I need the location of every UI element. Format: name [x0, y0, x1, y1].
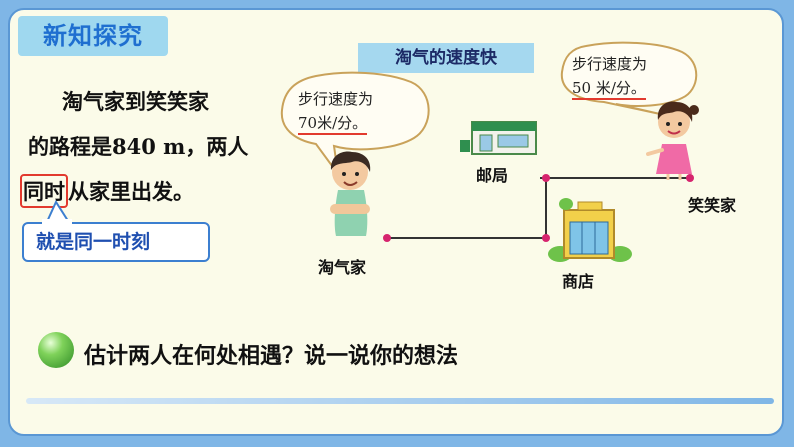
node-taoqi-home [383, 234, 391, 242]
taoqi-speech-line-2: 70米/分。 [298, 112, 368, 135]
xiaoxiao-speech-bubble [560, 41, 698, 115]
question-text: 估计两人在何处相遇？说一说你的想法 [84, 344, 459, 369]
route-top-segment [546, 177, 690, 179]
xiaoxiao-speech-line-1: 步行速度为 [572, 55, 648, 73]
speed-banner: 淘气的速度快 [358, 43, 534, 73]
problem-line-3: 同时从家里出发。 [20, 174, 194, 208]
problem-line-2: 的路程是840 m，两人 [28, 134, 249, 159]
label-shop: 商店 [562, 272, 595, 291]
ball-icon [38, 332, 74, 368]
node-shop [542, 234, 550, 242]
callout-pointer-mask [42, 219, 72, 227]
label-xiaoxiao-home: 笑笑家 [688, 196, 737, 215]
problem-line-3-rest: 从家里出发。 [68, 179, 194, 204]
label-post-office: 邮局 [476, 166, 509, 185]
problem-line-1: 淘气家到笑笑家 [62, 89, 209, 114]
section-title: 新知探究 [18, 16, 168, 56]
bottom-strip [26, 398, 774, 404]
post-office-icon [460, 121, 537, 155]
taoqi-speech-line-1: 步行速度为 [298, 90, 374, 108]
route-map [388, 177, 552, 239]
girl-icon [646, 101, 699, 180]
node-xiaoxiao-home [686, 174, 694, 182]
xiaoxiao-speech-line-2: 50 米/分。 [572, 77, 646, 100]
shop-icon [548, 198, 632, 262]
boy-icon [330, 151, 371, 236]
callout-note: 就是同一时刻 [22, 222, 210, 262]
node-corner [542, 174, 550, 182]
highlight-simultaneous: 同时 [20, 174, 68, 208]
label-taoqi-home: 淘气家 [318, 258, 367, 277]
taoqi-speech-bubble [280, 71, 430, 175]
